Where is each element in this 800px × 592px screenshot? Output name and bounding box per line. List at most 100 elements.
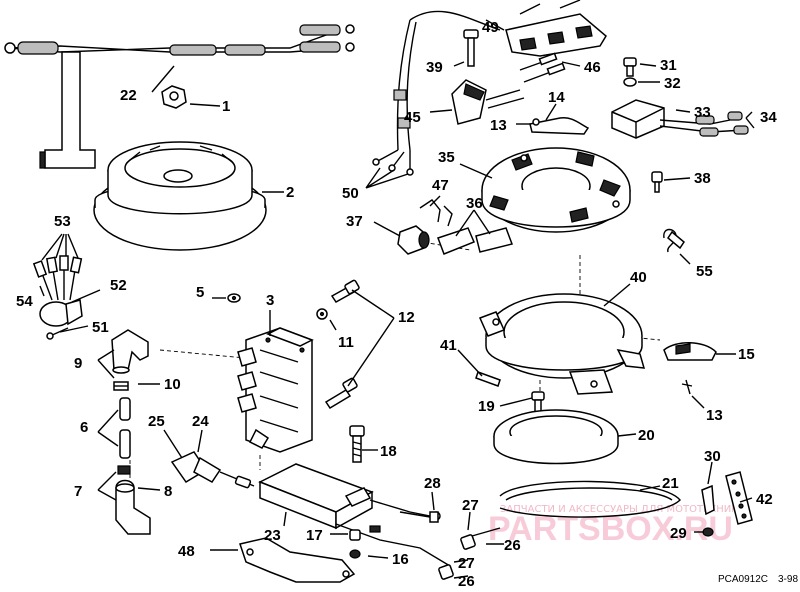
part-23-ignition-coil [258,463,451,567]
part-31-32-screw-washer [623,57,637,87]
part-38-screw [651,171,663,193]
callout-16: 16 [392,551,409,568]
callout-8: 8 [164,483,172,500]
callout-19: 19 [478,398,495,415]
callout-48: 48 [178,543,195,560]
part-36-sleeves [437,227,513,255]
part-55-clip [663,228,685,253]
part-47-clip [419,199,453,227]
callout-49: 49 [482,19,499,36]
callout-51: 51 [92,319,109,336]
callout-1: 1 [222,98,230,115]
part-19-screw [531,391,545,413]
callout-39: 39 [426,59,443,76]
callout-28: 28 [424,475,441,492]
watermark-text: ЗАПЧАСТИ И АКСЕССУАРЫ ДЛЯ МОТОТЕХНИКИ [500,504,746,515]
part-14-clamp [529,116,590,135]
callout-27-a: 27 [462,497,479,514]
part-9-elbow [111,329,149,391]
callout-50: 50 [342,185,359,202]
part-17-16-spacers [349,529,361,559]
callout-30: 30 [704,448,721,465]
part-35-stator [481,147,631,233]
callout-12: 12 [398,309,415,326]
callout-32: 32 [664,75,681,92]
part-42-strip [725,471,753,525]
callout-47: 47 [432,177,449,194]
part-40-armature-plate [478,293,646,395]
callout-40: 40 [630,269,647,286]
callout-20: 20 [638,427,655,444]
callout-26-b: 26 [458,573,475,590]
part-2-flywheel [93,141,267,251]
part-13-screw-right [681,379,693,395]
part-28-terminal [399,511,439,523]
callout-55: 55 [696,263,713,280]
callout-38: 38 [694,170,711,187]
callout-42: 42 [756,491,773,508]
part-11-12-screws [316,279,360,410]
callout-34: 34 [760,109,777,126]
callout-3: 3 [266,292,274,309]
part-18-bolt [349,425,365,463]
callout-45: 45 [404,109,421,126]
callout-27-b: 27 [458,555,475,572]
part-45-connector [451,79,525,125]
part-33-trigger [611,99,749,139]
figure-footer: PCA0912C 3-98 [718,574,798,585]
callout-13-right: 13 [706,407,723,424]
callout-18: 18 [380,443,397,460]
part-21-ring [499,480,681,518]
callout-25: 25 [148,413,165,430]
leader-lines [39,19,755,579]
callout-41: 41 [440,337,457,354]
callout-6: 6 [80,419,88,436]
callout-17: 17 [306,527,323,544]
callout-labels: 1 2 3 5 6 7 8 9 10 11 12 13 13 14 15 16 … [16,19,777,590]
callout-26-a: 26 [504,537,521,554]
callout-22: 22 [120,87,137,104]
part-39-screw [463,29,479,67]
part-1-nut [161,85,187,109]
callout-5: 5 [196,284,204,301]
callout-29: 29 [670,525,687,542]
callout-37: 37 [346,213,363,230]
part-5-washer [227,293,241,303]
callout-9: 9 [74,355,82,372]
callout-31: 31 [660,57,677,74]
callout-46: 46 [584,59,601,76]
callout-52: 52 [110,277,127,294]
callout-24: 24 [192,413,209,430]
callout-21: 21 [662,475,679,492]
callout-11: 11 [338,334,354,351]
part-48-bracket [239,537,356,583]
callout-2: 2 [286,184,294,201]
callout-54: 54 [16,293,33,310]
figure-date: 3-98 [778,574,798,585]
part-24-connector [170,451,255,489]
figure-code: PCA0912C [718,574,768,585]
part-22-cable-assembly [4,24,355,169]
callout-33: 33 [694,104,711,121]
part-6-tubes [117,397,131,475]
part-7-elbow [115,479,151,535]
callout-53: 53 [54,213,71,230]
callout-35: 35 [438,149,455,166]
part-49-terminal-block [409,0,607,57]
callout-13-top: 13 [490,117,507,134]
part-20-retainer [493,409,619,465]
part-46-leads [519,52,566,83]
part-26-27-terminals [438,527,501,580]
part-37-connector [397,225,430,255]
callout-14: 14 [548,89,565,106]
callout-15: 15 [738,346,755,363]
callout-10: 10 [164,376,181,393]
callout-7: 7 [74,483,82,500]
callout-23: 23 [264,527,281,544]
callout-36: 36 [466,195,483,212]
part-15-cover [663,342,717,361]
part-3-switch-box [237,327,314,453]
part-52-sensor-with-leads [32,255,83,340]
